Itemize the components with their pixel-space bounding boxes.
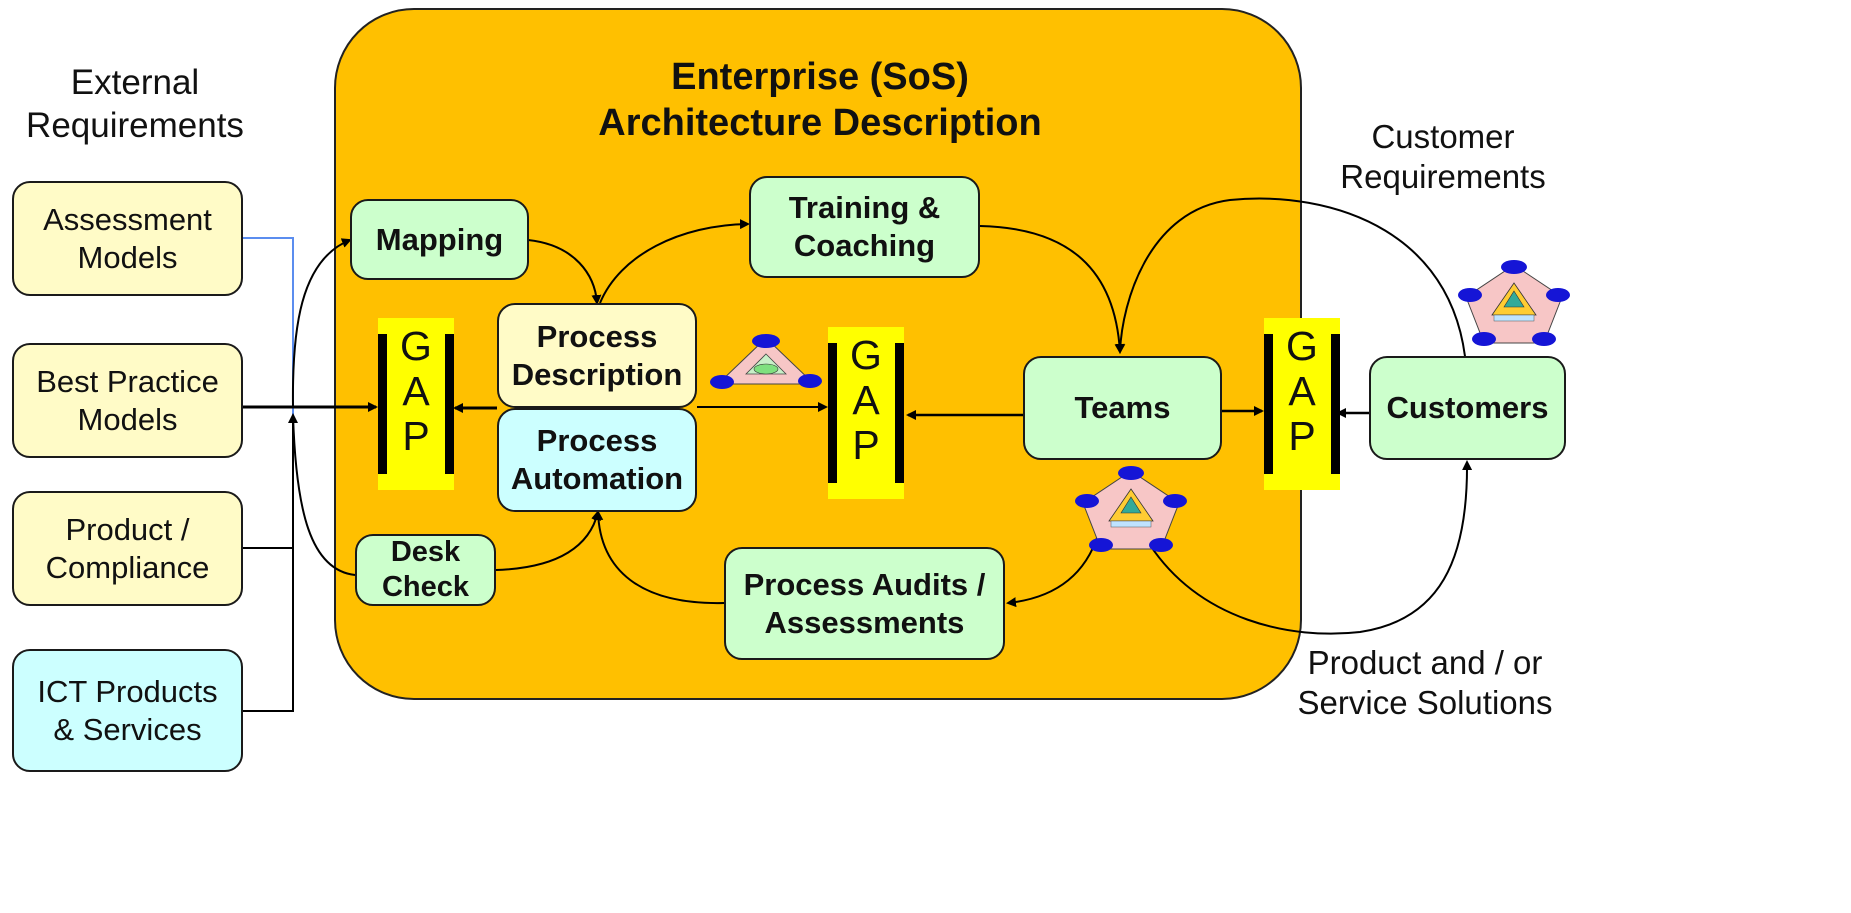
assessment-connector bbox=[243, 237, 294, 420]
external-requirements-label: External Requirements bbox=[26, 63, 244, 145]
training-coaching-box[interactable]: Training & Coaching bbox=[749, 176, 980, 278]
audits-to-automation bbox=[593, 510, 725, 605]
desk-check-to-hub bbox=[292, 414, 356, 576]
enterprise-title: Enterprise (SoS) Architecture Descriptio… bbox=[598, 56, 1042, 144]
ict-products-box[interactable]: ICT Products & Services bbox=[12, 649, 243, 772]
process-to-training bbox=[599, 219, 750, 304]
best-practice-models-box[interactable]: Best Practice Models bbox=[12, 343, 243, 458]
mapping-box[interactable]: Mapping bbox=[350, 199, 529, 280]
gap-letters: G A P bbox=[400, 323, 432, 460]
desk-check-to-automation bbox=[495, 510, 601, 571]
gap-letters: G A P bbox=[1286, 323, 1318, 460]
teams-box[interactable]: Teams bbox=[1023, 356, 1222, 460]
product-compliance-box[interactable]: Product / Compliance bbox=[12, 491, 243, 606]
process-audits-box[interactable]: Process Audits / Assessments bbox=[724, 547, 1005, 660]
desk-check-box[interactable]: Desk Check bbox=[355, 534, 496, 606]
process-description-box[interactable]: Process Description bbox=[497, 303, 697, 408]
gap-bar-right bbox=[445, 334, 454, 474]
gap-bar-left bbox=[378, 334, 387, 474]
capability-triangle-graphic bbox=[710, 334, 822, 389]
ict-connector bbox=[243, 413, 298, 712]
gap-marker-2: G A P bbox=[828, 327, 904, 499]
assessment-models-box[interactable]: Assessment Models bbox=[12, 181, 243, 296]
gap-bar-left bbox=[1264, 334, 1273, 474]
hub-to-mapping bbox=[291, 238, 352, 408]
capability-pentagon-graphic bbox=[1075, 466, 1187, 552]
gap-bar-left bbox=[828, 343, 837, 483]
gap-marker-3: G A P bbox=[1264, 318, 1340, 490]
gap-letters: G A P bbox=[850, 332, 882, 469]
customers-box[interactable]: Customers bbox=[1369, 356, 1566, 460]
product-solutions-label: Product and / or Service Solutions bbox=[1297, 644, 1553, 722]
gap-bar-right bbox=[895, 343, 904, 483]
capability-pentagon-graphic bbox=[1458, 260, 1570, 346]
gap-marker-1: G A P bbox=[378, 318, 454, 490]
gap-bar-right bbox=[1331, 334, 1340, 474]
process-automation-box[interactable]: Process Automation bbox=[497, 408, 697, 512]
customer-requirements-label: Customer Requirements bbox=[1340, 118, 1546, 196]
training-to-teams bbox=[979, 225, 1125, 354]
mapping-to-process bbox=[527, 239, 602, 305]
solutions-loop bbox=[1149, 460, 1473, 635]
customer-requirements-loop bbox=[1115, 197, 1468, 386]
